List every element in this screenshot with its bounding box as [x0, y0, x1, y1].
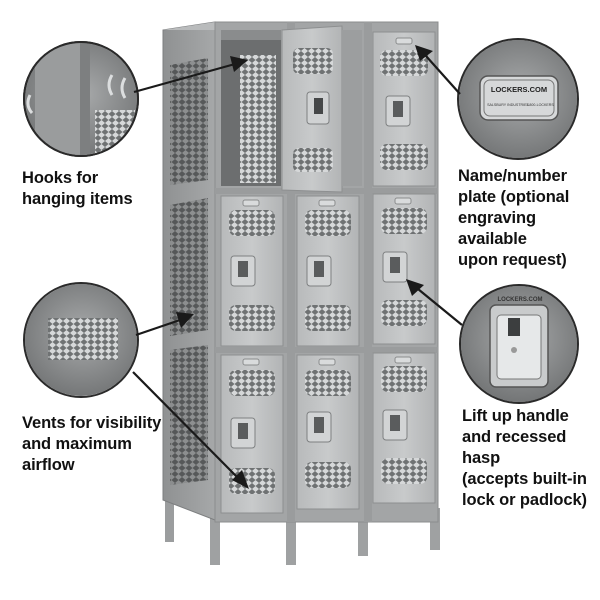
handle-logo: LOCKERS.COM: [498, 297, 543, 303]
door-c3-r1: [372, 31, 436, 187]
door-c1-r3: [220, 354, 284, 514]
callout-arrows: [132, 45, 463, 489]
locker-unit: [162, 21, 440, 565]
door-c1-r2: [220, 195, 284, 347]
plate-phone: 1-800-LOCKERS: [526, 103, 554, 107]
plate-detail-circle: LOCKERS.COM SALSBURY INDUSTRIES 1-800-LO…: [457, 38, 579, 160]
handle-caption: Lift up handle and recessed hasp (accept…: [462, 407, 587, 509]
door-c3-r3: [372, 352, 436, 504]
handle-detail-circle: LOCKERS.COM: [459, 284, 579, 404]
plate-brand: LOCKERS.COM: [491, 85, 547, 94]
plate-maker: SALSBURY INDUSTRIES: [487, 103, 529, 107]
door-c2-r2: [296, 195, 360, 347]
vents-caption: Vents for visibility and maximum airflow: [22, 414, 162, 474]
door-c3-r2: [372, 193, 436, 345]
door-c2-r3: [296, 354, 360, 510]
hooks-detail-circle: [23, 41, 139, 157]
hooks-caption: Hooks for hanging items: [22, 169, 133, 208]
plate-caption: Name/number plate (optional engraving av…: [458, 167, 570, 269]
vents-detail-circle: [23, 282, 139, 398]
